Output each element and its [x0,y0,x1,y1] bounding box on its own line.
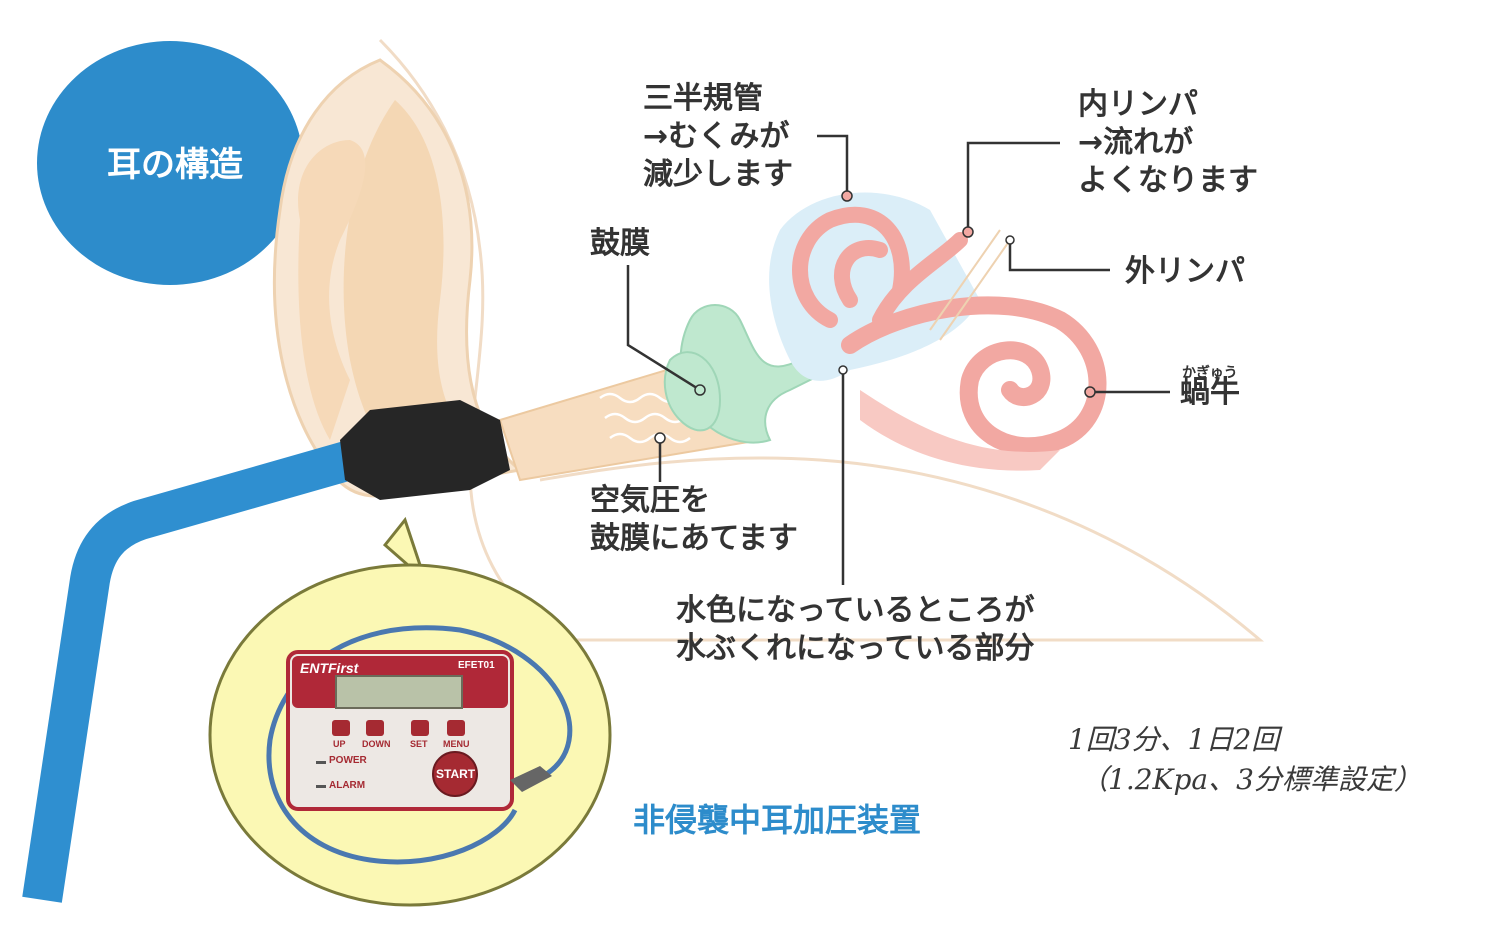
leader-dots [654,190,1096,444]
leader-lines [626,134,1170,585]
label-perilymph: 外リンパ [1125,254,1245,289]
label-air-pressure: 空気圧を 鼓膜にあてます [590,483,798,556]
eardrum-shape [663,351,722,432]
title-circle [37,41,303,285]
device-lcd [335,675,463,709]
power-led [316,761,326,764]
device-alarm-label: ALARM [329,780,366,791]
device-button-up-label: UP [333,739,346,749]
semicircular-canals [792,206,968,328]
device-model: EFET01 [458,660,495,671]
label-cochlea: 蝸牛 [1180,375,1240,410]
diagram-title: 耳の構造 [107,145,243,185]
device-start-label: START [436,767,476,781]
device-button-set-label: SET [410,739,428,749]
perilymph-line [929,229,1011,341]
label-semicircular-canals: 三半規管 →むくみが 減少します [643,81,793,192]
earpiece [340,400,510,500]
cochlea-spiral [841,296,1107,456]
air-tube [22,435,375,903]
auricle-inner [343,100,470,470]
alarm-led [316,785,326,788]
device-cable [266,625,573,865]
label-cochlea-reading: かぎゅう [1182,365,1238,381]
label-eardrum: 鼓膜 [590,226,650,261]
device-caption: 非侵襲中耳加圧装置 [633,801,922,839]
air-wave-lines [599,392,691,444]
handwritten-note-line1: 1回3分、1日2回 [1068,723,1280,756]
auricle-lobe [298,140,366,440]
cochlea-fill [860,390,1060,471]
device-brand: ENTFirst [300,660,359,676]
device-buttons [332,720,465,736]
device-power-label: POWER [329,755,367,766]
label-endolymph: 内リンパ →流れが よくなります [1078,87,1258,198]
fluid-region [769,192,980,381]
device-button-menu-label: MENU [443,739,470,749]
label-swelling: 水色になっているところが 水ぶくれになっている部分 [676,593,1035,666]
handwritten-note-line2: （1.2Kpa、3分標準設定） [1080,763,1422,796]
device-start-button [432,751,478,797]
device-connector [510,766,552,792]
device-button-down-label: DOWN [362,739,391,749]
